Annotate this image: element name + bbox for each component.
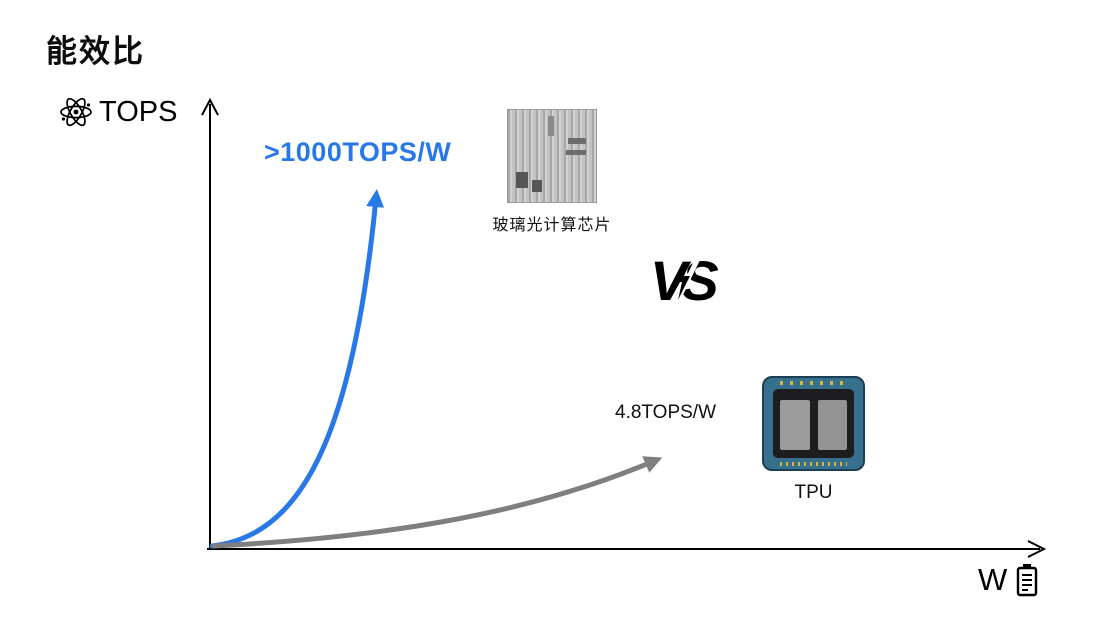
tpu-chip-caption: TPU <box>794 482 833 503</box>
tpu-curve-arrow <box>211 456 663 549</box>
y-axis-label-text: TOPS <box>99 95 178 128</box>
x-axis-label-text: W <box>978 562 1008 597</box>
photonic-efficiency-label: >1000TOPS/W <box>264 137 452 167</box>
tpu-chip-image <box>762 376 865 471</box>
photonic-chip-image <box>507 109 597 203</box>
y-axis-arrowhead-icon <box>201 97 219 116</box>
photonic-curve-arrow <box>209 189 385 549</box>
tpu-die-panel-left <box>780 400 810 450</box>
tpu-efficiency-label: 4.8TOPS/W <box>615 402 717 423</box>
battery-icon <box>1016 563 1038 597</box>
x-axis-label: W <box>978 562 1038 598</box>
vs-logo: VS <box>650 250 730 314</box>
photonic-chip-caption: 玻璃光计算芯片 <box>492 217 612 234</box>
tpu-die <box>773 389 854 458</box>
page-title: 能效比 <box>46 34 145 69</box>
atom-icon <box>58 94 94 130</box>
lightning-bolt-icon <box>677 264 690 300</box>
tpu-die-panel-right <box>817 400 847 450</box>
tpu-pins-top <box>780 381 847 385</box>
tpu-pins-bottom <box>780 462 847 466</box>
y-axis-label: TOPS <box>58 94 177 130</box>
x-axis-arrowhead-icon <box>1027 540 1047 558</box>
